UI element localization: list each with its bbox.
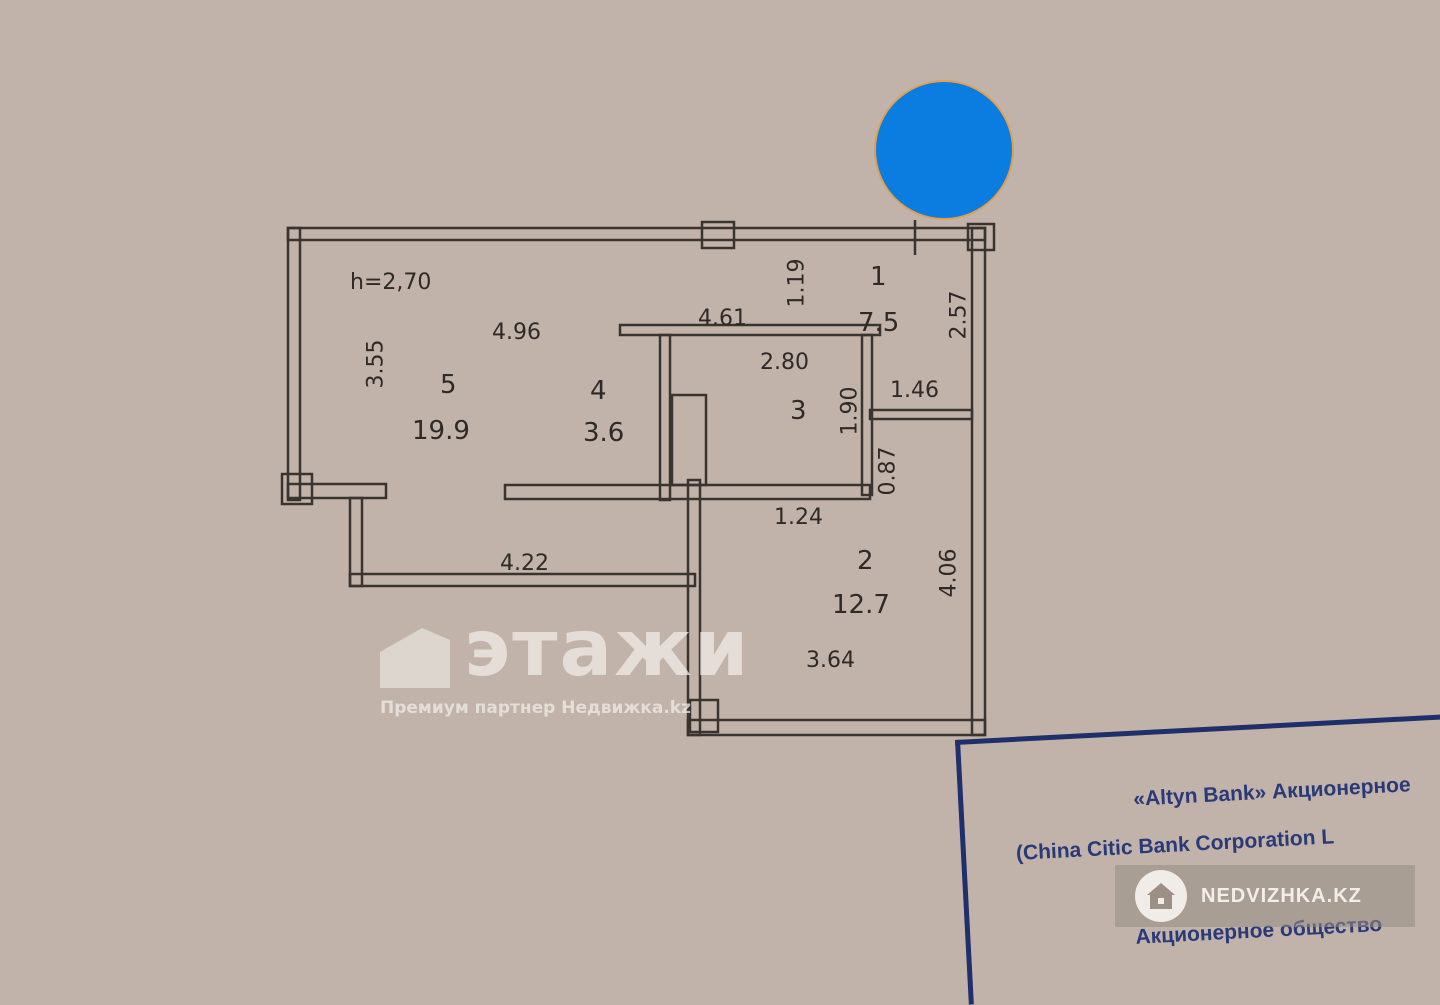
partner-watermark: Премиум партнер Недвижка.kz xyxy=(380,698,691,718)
dim-4-06: 4.06 xyxy=(936,548,962,598)
dim-4-96: 4.96 xyxy=(492,320,541,345)
dim-0-87: 0.87 xyxy=(875,446,901,496)
column-left xyxy=(280,472,314,506)
badge-label: NEDVIZHKA.KZ xyxy=(1201,884,1362,907)
column-bottom xyxy=(688,698,720,734)
floor-plan xyxy=(280,220,996,737)
wall-nook-bottom xyxy=(348,572,697,588)
nedvizhka-badge: NEDVIZHKA.KZ xyxy=(1115,865,1415,927)
walls xyxy=(280,220,996,737)
room-5-area: 19.9 xyxy=(412,416,470,446)
wall-bottom xyxy=(686,718,987,737)
dim-4-61: 4.61 xyxy=(698,306,747,331)
dim-2-57: 2.57 xyxy=(946,290,972,340)
building-icon xyxy=(380,628,450,688)
room-2-area: 12.7 xyxy=(832,590,890,620)
brand-watermark-text: этажи xyxy=(464,604,751,694)
wall-left-bottom xyxy=(286,482,388,500)
brand-watermark: этажи xyxy=(380,610,750,688)
dim-1-46: 1.46 xyxy=(890,378,939,403)
wall-bath-right xyxy=(860,333,874,497)
room-1-number: 1 xyxy=(870,262,887,292)
stamp-line-1: «Altyn Bank» Акционерное xyxy=(1132,773,1412,811)
window-top xyxy=(700,220,736,250)
shaft xyxy=(670,393,708,487)
dim-3-55: 3.55 xyxy=(363,339,389,389)
dim-3-64: 3.64 xyxy=(806,648,855,673)
wall-corridor xyxy=(618,323,882,337)
wall-partition xyxy=(868,408,974,421)
dim-4-22: 4.22 xyxy=(500,551,549,576)
wall-bath-left xyxy=(658,333,672,502)
room-3-number: 3 xyxy=(790,396,807,426)
room-5-number: 5 xyxy=(440,370,457,400)
room-2-number: 2 xyxy=(857,546,874,576)
room-4-number: 4 xyxy=(590,376,607,406)
location-marker xyxy=(876,82,1012,218)
house-icon xyxy=(1135,870,1187,922)
wall-top xyxy=(286,226,987,242)
room-4-area: 3.6 xyxy=(583,418,625,448)
dim-1-24: 1.24 xyxy=(774,505,823,530)
wall-right xyxy=(970,226,987,737)
ceiling-height: h=2,70 xyxy=(350,270,432,295)
dim-1-90: 1.90 xyxy=(837,386,863,436)
wall-left xyxy=(286,226,302,502)
room-1-area: 7.5 xyxy=(858,308,900,338)
bank-stamp: «Altyn Bank» Акционерное (China Citic Ba… xyxy=(955,712,1440,1005)
stamp-line-2: (China Citic Bank Corporation L xyxy=(1015,825,1335,865)
dim-1-19: 1.19 xyxy=(784,258,810,308)
dim-2-80: 2.80 xyxy=(760,350,809,375)
column-top-right xyxy=(966,222,996,252)
